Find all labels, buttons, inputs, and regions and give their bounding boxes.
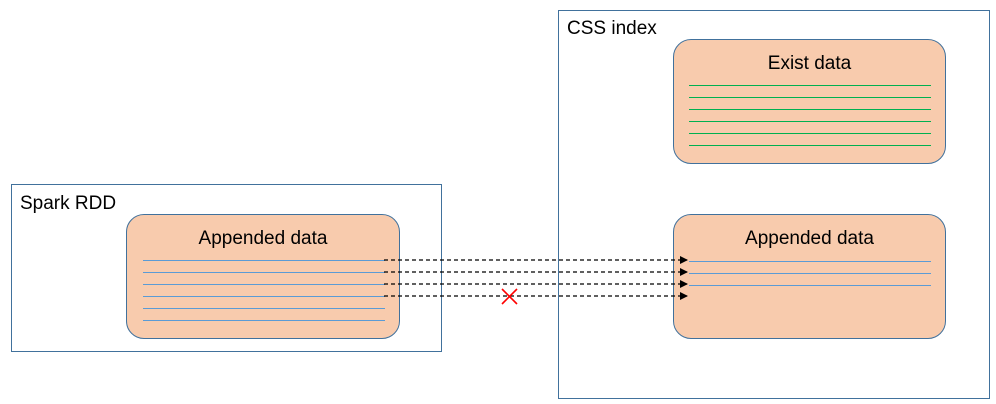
exist-data-row [689, 97, 931, 98]
css-index-frame: CSS index [558, 10, 990, 399]
exist-data-row [689, 121, 931, 122]
exist-data-block: Exist data [673, 39, 946, 164]
spark-data-row [143, 284, 385, 285]
exist-data-row [689, 145, 931, 146]
css-index-label: CSS index [567, 18, 657, 39]
css-appended-data-title: Appended data [745, 228, 874, 249]
spark-appended-data-title: Appended data [198, 228, 328, 249]
failure-x-icon [501, 288, 518, 305]
css-appended-data-row [689, 261, 931, 262]
exist-data-row [689, 85, 931, 86]
css-appended-data-row [689, 273, 931, 274]
exist-data-row [689, 109, 931, 110]
css-appended-data-row [689, 285, 931, 286]
spark-data-row [143, 308, 385, 309]
spark-data-row [143, 296, 385, 297]
spark-data-row [143, 320, 385, 321]
spark-appended-data-block: Appended data [126, 214, 400, 339]
spark-data-row [143, 260, 385, 261]
exist-data-row [689, 133, 931, 134]
exist-data-title: Exist data [767, 53, 852, 74]
spark-rdd-frame: Spark RDD [11, 184, 442, 352]
spark-data-row [143, 272, 385, 273]
css-appended-data-block: Appended data [673, 214, 946, 339]
spark-rdd-label: Spark RDD [20, 193, 117, 214]
